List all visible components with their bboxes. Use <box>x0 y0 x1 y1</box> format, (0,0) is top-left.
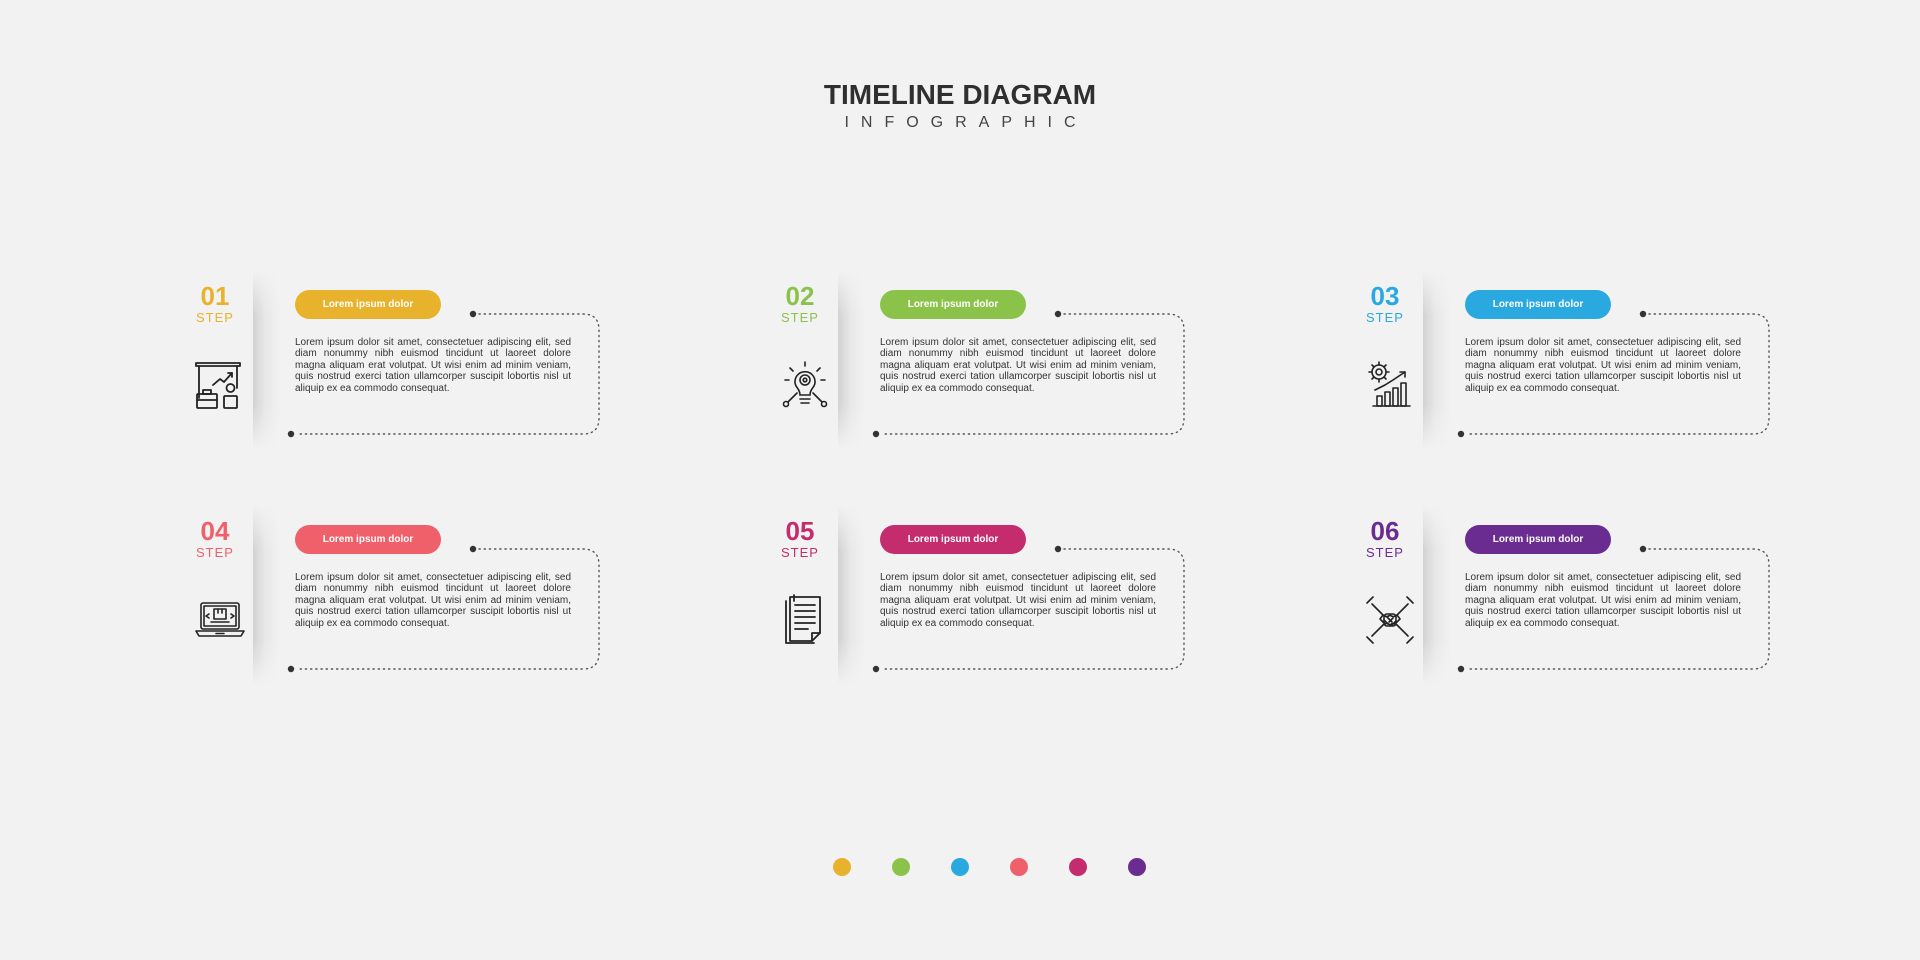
step-number: 04 <box>200 516 230 546</box>
legend-dot-02 <box>892 858 910 876</box>
step-label: STEP <box>1366 545 1404 560</box>
step-title-pill: Lorem ipsum dolor <box>1465 525 1611 554</box>
step-divider-shadow <box>838 270 866 450</box>
legend-dot-04 <box>1010 858 1028 876</box>
step-title-pill: Lorem ipsum dolor <box>1465 290 1611 319</box>
step-title-pill: Lorem ipsum dolor <box>295 290 441 319</box>
color-legend-dots <box>0 858 1920 878</box>
step-number: 01 <box>200 281 230 311</box>
step-description: Lorem ipsum dolor sit amet, consectetuer… <box>295 572 571 629</box>
page-subtitle: INFOGRAPHIC <box>844 114 1088 131</box>
step-title-pill: Lorem ipsum dolor <box>880 290 1026 319</box>
step-description: Lorem ipsum dolor sit amet, consectetuer… <box>1465 572 1741 629</box>
step-title-pill: Lorem ipsum dolor <box>880 525 1026 554</box>
legend-dot-03 <box>951 858 969 876</box>
step-title-pill: Lorem ipsum dolor <box>295 525 441 554</box>
legend-dot-05 <box>1069 858 1087 876</box>
step-description: Lorem ipsum dolor sit amet, consectetuer… <box>880 337 1156 394</box>
legend-dot-06 <box>1128 858 1146 876</box>
step-label: STEP <box>781 545 819 560</box>
step-divider-shadow <box>1423 505 1451 685</box>
step-divider-shadow <box>838 505 866 685</box>
page-title: TIMELINE DIAGRAM <box>823 79 1097 110</box>
document-icon <box>778 593 832 647</box>
laptop-package-icon <box>193 593 247 647</box>
step-divider-shadow <box>253 505 281 685</box>
step-number: 03 <box>1370 281 1400 311</box>
step-number: 02 <box>785 281 815 311</box>
step-description: Lorem ipsum dolor sit amet, consectetuer… <box>295 337 571 394</box>
step-number: 05 <box>785 516 815 546</box>
teamwork-hands-icon <box>1363 593 1417 647</box>
legend-dot-01 <box>833 858 851 876</box>
gear-growth-chart-icon <box>1363 358 1417 412</box>
step-description: Lorem ipsum dolor sit amet, consectetuer… <box>880 572 1156 629</box>
step-label: STEP <box>1366 310 1404 325</box>
header: TIMELINE DIAGRAM INFOGRAPHIC <box>0 78 1920 134</box>
step-description: Lorem ipsum dolor sit amet, consectetuer… <box>1465 337 1741 394</box>
step-divider-shadow <box>253 270 281 450</box>
step-label: STEP <box>196 545 234 560</box>
step-label: STEP <box>196 310 234 325</box>
step-number: 06 <box>1370 516 1400 546</box>
lightbulb-idea-icon <box>778 358 832 412</box>
step-divider-shadow <box>1423 270 1451 450</box>
step-label: STEP <box>781 310 819 325</box>
presentation-chart-icon <box>193 358 247 412</box>
